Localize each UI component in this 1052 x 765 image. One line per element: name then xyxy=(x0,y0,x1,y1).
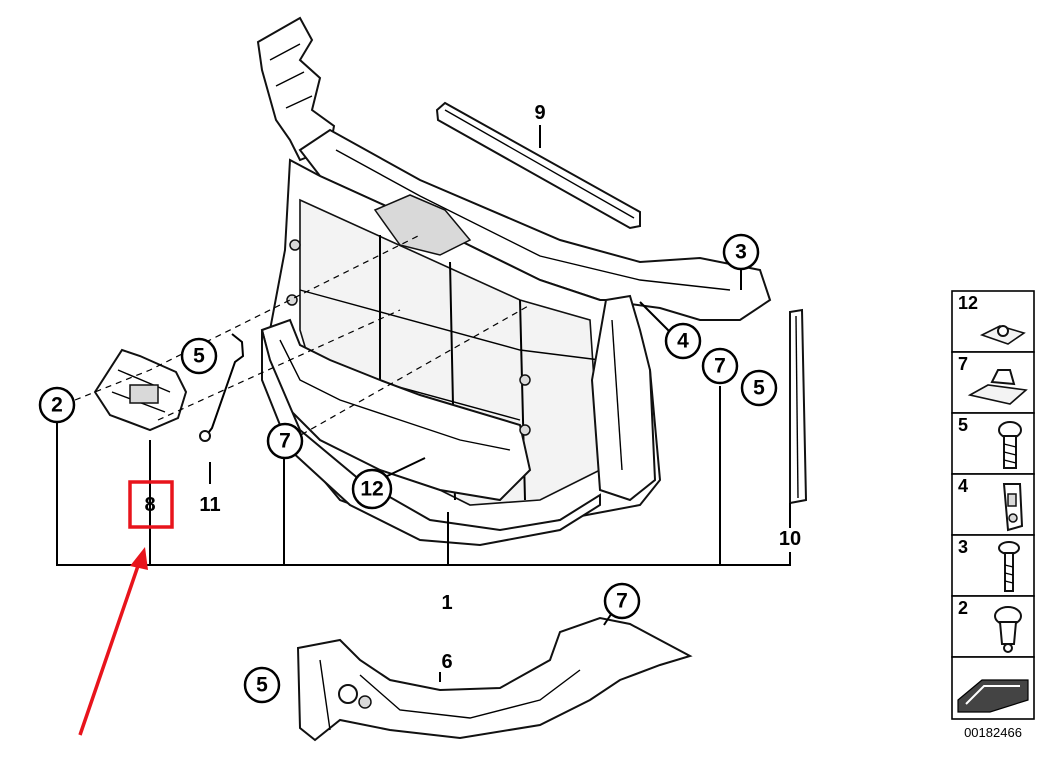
bracket-part-8 xyxy=(93,348,188,432)
callout-5c-label: 5 xyxy=(256,674,268,697)
legend-cell xyxy=(951,290,1035,353)
callout-12: 12 xyxy=(351,468,393,510)
legend-cell xyxy=(951,534,1035,597)
callout-8-label: 8 xyxy=(144,494,155,516)
callout-circle xyxy=(664,322,702,360)
dashed-leaders xyxy=(74,234,531,441)
legend-item-4-label: 4 xyxy=(958,476,968,496)
callout-1: 1 xyxy=(441,592,452,614)
highlight-arrow xyxy=(78,559,142,736)
rod-part-11 xyxy=(199,333,245,442)
legend-item-3-label: 3 xyxy=(958,537,968,557)
legend-cell xyxy=(951,595,1035,658)
callout-5-bottom: 5 xyxy=(243,666,281,704)
callout-circle xyxy=(722,233,760,271)
callout-3: 3 xyxy=(722,233,760,271)
callout-7-left: 7 xyxy=(266,422,304,460)
legend-item-5-label: 5 xyxy=(958,415,968,435)
direction-arrow-icon xyxy=(957,679,1029,713)
seal-strip-top-part xyxy=(435,101,641,230)
callout-8: 8 xyxy=(144,494,155,516)
callout-11-label: 11 xyxy=(199,494,220,516)
callout-1-label: 1 xyxy=(441,592,452,614)
callout-4: 4 xyxy=(664,322,702,360)
callout-7b-label: 7 xyxy=(714,355,726,378)
callout-11: 11 xyxy=(199,494,220,516)
callout-5a-label: 5 xyxy=(193,345,205,368)
spring-nut-icon xyxy=(967,384,1028,405)
lower-carrier-part xyxy=(296,616,693,742)
callout-10: 10 xyxy=(779,528,801,550)
callout-circle xyxy=(740,369,778,407)
callout-circle xyxy=(603,582,641,620)
highlight-annotation xyxy=(78,480,174,736)
callout-12-label: 12 xyxy=(360,478,383,501)
callout-5b-label: 5 xyxy=(753,377,765,400)
legend-item-2-label: 2 xyxy=(958,598,968,618)
leader-lines xyxy=(56,125,791,682)
callout-7a-label: 7 xyxy=(279,430,291,453)
callout-2-label: 2 xyxy=(51,394,63,417)
front-panel-part xyxy=(256,16,772,547)
callout-circle xyxy=(266,422,304,460)
callout-7-right: 7 xyxy=(701,347,739,385)
callout-6-label: 6 xyxy=(441,651,452,673)
callout-circle xyxy=(351,468,393,510)
callout-6: 6 xyxy=(441,651,452,673)
callout-10-label: 10 xyxy=(779,528,801,550)
callout-5-top: 5 xyxy=(180,337,218,375)
callout-circle xyxy=(243,666,281,704)
callout-3-label: 3 xyxy=(735,241,747,264)
callout-9-label: 9 xyxy=(534,102,545,124)
callout-7c-label: 7 xyxy=(616,590,628,613)
fastener-legend: 12 7 5 4 3 2 001824 xyxy=(951,290,1035,740)
legend-item-12-label: 12 xyxy=(958,293,978,313)
bracket-icon xyxy=(1002,483,1024,532)
seal-strip-vertical-part xyxy=(789,308,808,505)
callout-2: 2 xyxy=(38,386,76,424)
highlight-arrow-head xyxy=(130,547,148,570)
legend-cell xyxy=(951,412,1035,475)
callout-circle xyxy=(38,386,76,424)
diagram-code: 00182466 xyxy=(964,725,1022,740)
callout-9: 9 xyxy=(534,102,545,124)
callout-7-bottom: 7 xyxy=(603,582,641,620)
callout-circle xyxy=(180,337,218,375)
callout-4-label: 4 xyxy=(677,330,689,353)
callout-5-right: 5 xyxy=(740,369,778,407)
highlight-box xyxy=(128,480,174,529)
callout-circle xyxy=(701,347,739,385)
legend-item-7-label: 7 xyxy=(958,354,968,374)
